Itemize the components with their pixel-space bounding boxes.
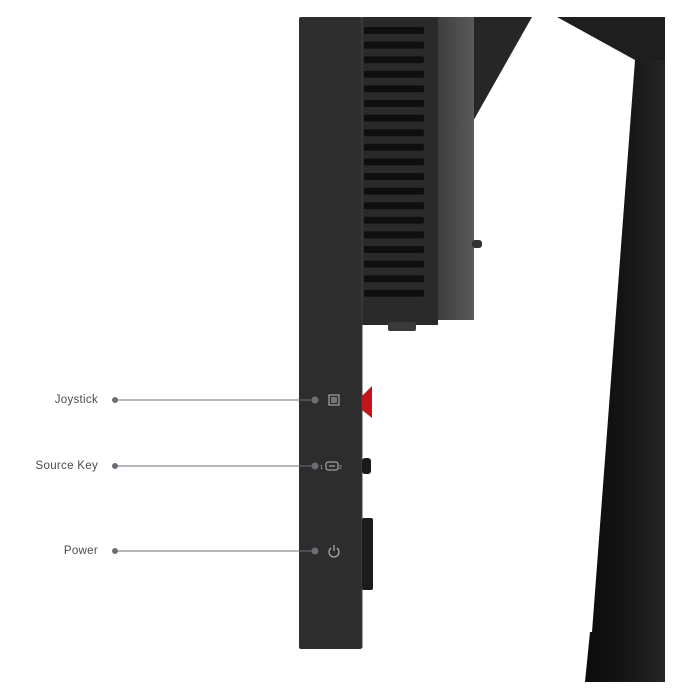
power-label: Power	[63, 545, 98, 557]
vent-slot	[364, 187, 424, 195]
power-button[interactable]	[362, 518, 373, 590]
vent-panel	[362, 17, 438, 325]
joystick[interactable]	[362, 386, 372, 418]
vent-slot	[364, 289, 424, 297]
vent-slot	[364, 173, 424, 180]
vent-slots	[364, 27, 424, 297]
hinge-wedge	[470, 17, 532, 123]
monitor-bezel	[299, 17, 362, 649]
svg-text:1: 1	[320, 465, 323, 471]
source-key-label: Source Key	[35, 460, 98, 472]
vent-slot	[364, 100, 424, 107]
vent-slot	[364, 27, 424, 34]
vent-slot	[364, 275, 424, 283]
vent-slot	[364, 129, 424, 137]
vent-slot	[364, 231, 424, 239]
power-icon	[328, 545, 340, 558]
svg-text:2: 2	[339, 465, 342, 471]
input-source-icon: 1 2	[320, 461, 342, 471]
callout-source-key	[112, 462, 319, 470]
callout-joystick	[112, 396, 319, 404]
vent-slot	[364, 143, 424, 151]
vent-slot	[364, 114, 424, 122]
callout-power	[112, 547, 319, 555]
source-key-button[interactable]	[362, 458, 371, 474]
stand-neck	[585, 60, 665, 682]
vent-slot	[364, 56, 424, 64]
vent-slot	[364, 202, 424, 210]
joystick-label: Joystick	[54, 394, 98, 406]
vent-slot	[364, 158, 424, 166]
vent-slot	[364, 246, 424, 253]
menu-icon	[328, 394, 340, 406]
vent-slot	[364, 260, 424, 268]
vent-slot	[364, 216, 424, 224]
back-plate	[436, 17, 474, 320]
vent-slot	[364, 41, 424, 49]
vent-slot	[364, 85, 424, 93]
vent-slot	[364, 70, 424, 78]
